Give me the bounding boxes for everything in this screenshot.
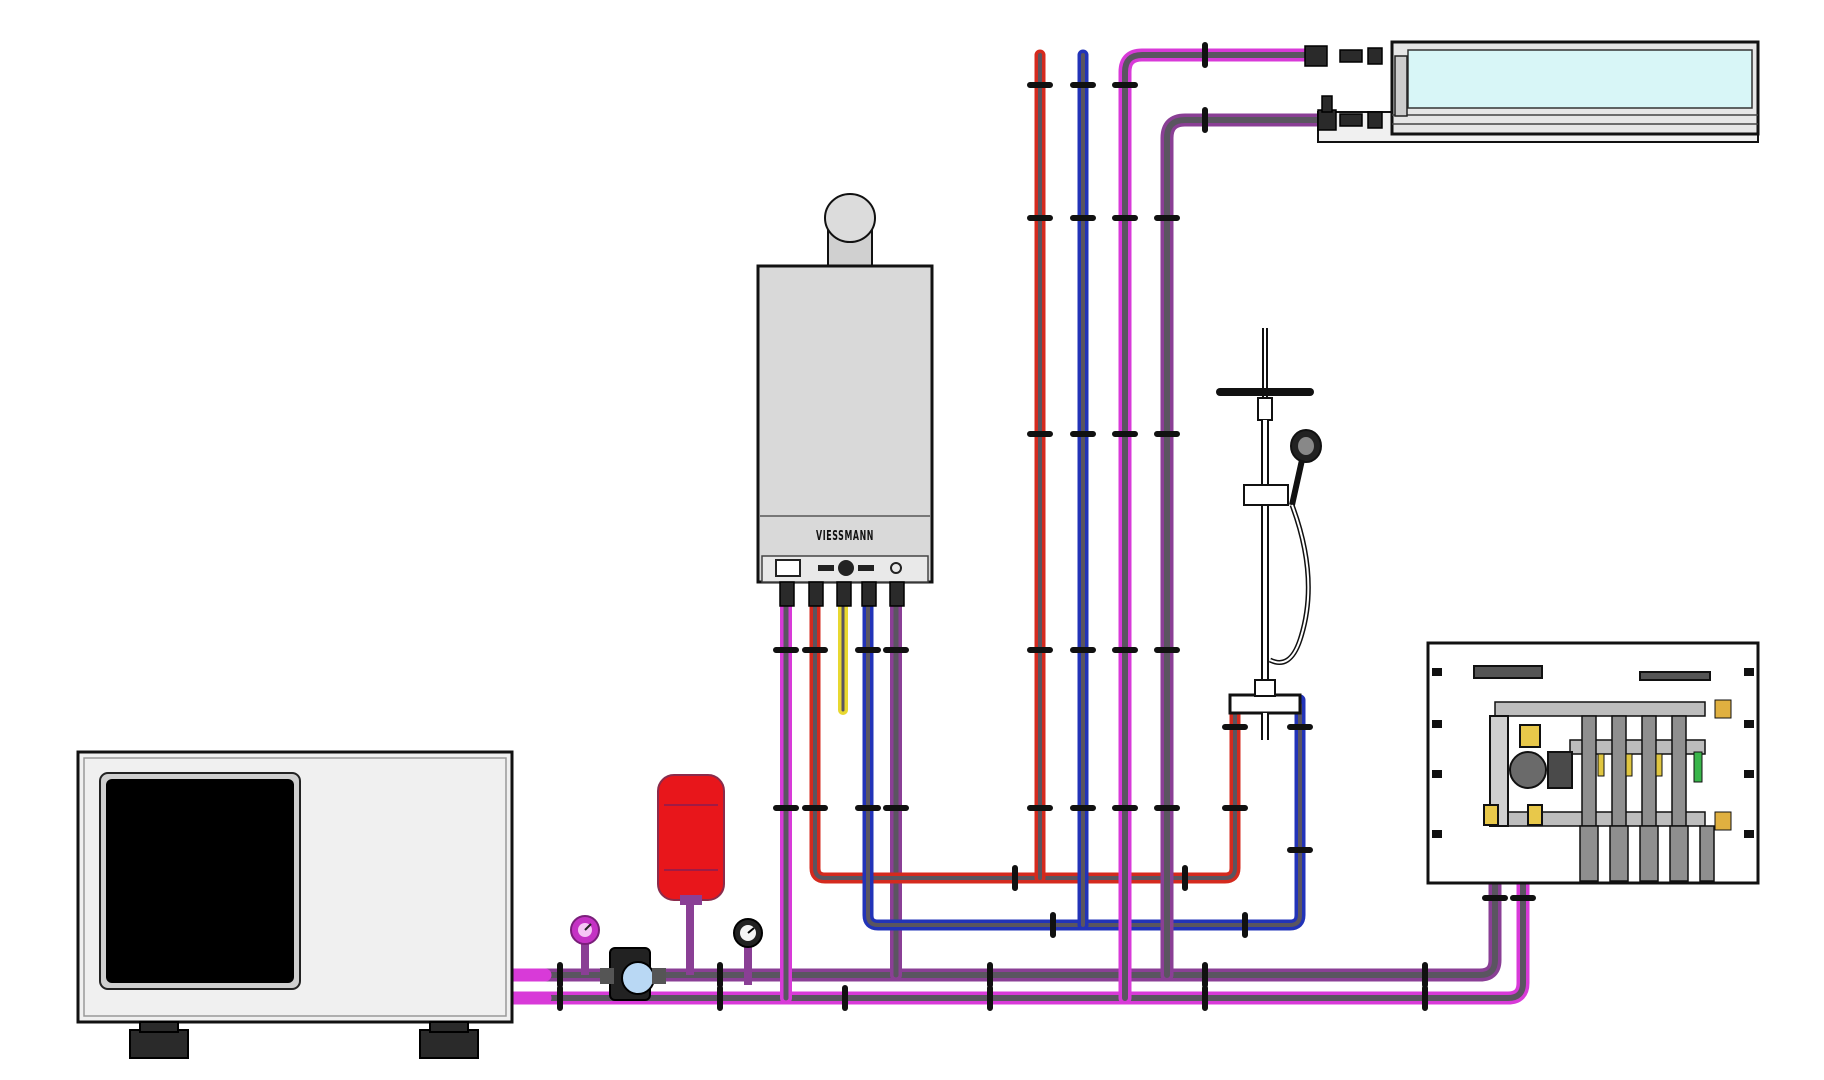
manifold-brackets xyxy=(1473,665,1711,681)
fan-coil-risers xyxy=(1118,48,1325,1005)
heat-pump-connections xyxy=(503,968,552,1005)
circulation-pump xyxy=(600,947,666,1001)
boiler-valves xyxy=(779,581,905,607)
flue-terminal xyxy=(824,193,876,267)
fan-coil-connection-valves xyxy=(1304,45,1383,131)
outdoor-heat-pump-unit xyxy=(76,750,514,1059)
manifold-mounting-tabs xyxy=(1432,668,1754,838)
manifold-mixing-pump xyxy=(1483,715,1573,827)
boiler-brand-label: VIESSMANN xyxy=(816,529,874,544)
heat-pump-feet xyxy=(129,1021,479,1059)
manifold-loop-outlets xyxy=(1579,715,1715,882)
manifold-flow-meters xyxy=(1597,699,1732,831)
expansion-vessel xyxy=(657,774,725,975)
boiler-heating-pipes xyxy=(780,592,902,1004)
pump-group xyxy=(570,774,763,1001)
wall-mounted-gas-boiler: VIESSMANN xyxy=(756,193,934,607)
fan-grille xyxy=(106,779,294,983)
main-return-line xyxy=(498,853,1502,982)
thermometer-gauge-icon xyxy=(733,918,763,985)
shower-set xyxy=(1216,328,1322,740)
pipe-couplings xyxy=(557,42,1536,1011)
underfloor-heating-manifold xyxy=(1426,641,1760,885)
ducted-fan-coil-unit xyxy=(1304,40,1760,143)
pressure-gauge-icon xyxy=(570,915,600,975)
boiler-control-panel xyxy=(761,555,929,583)
main-flow-line xyxy=(498,853,1530,1005)
